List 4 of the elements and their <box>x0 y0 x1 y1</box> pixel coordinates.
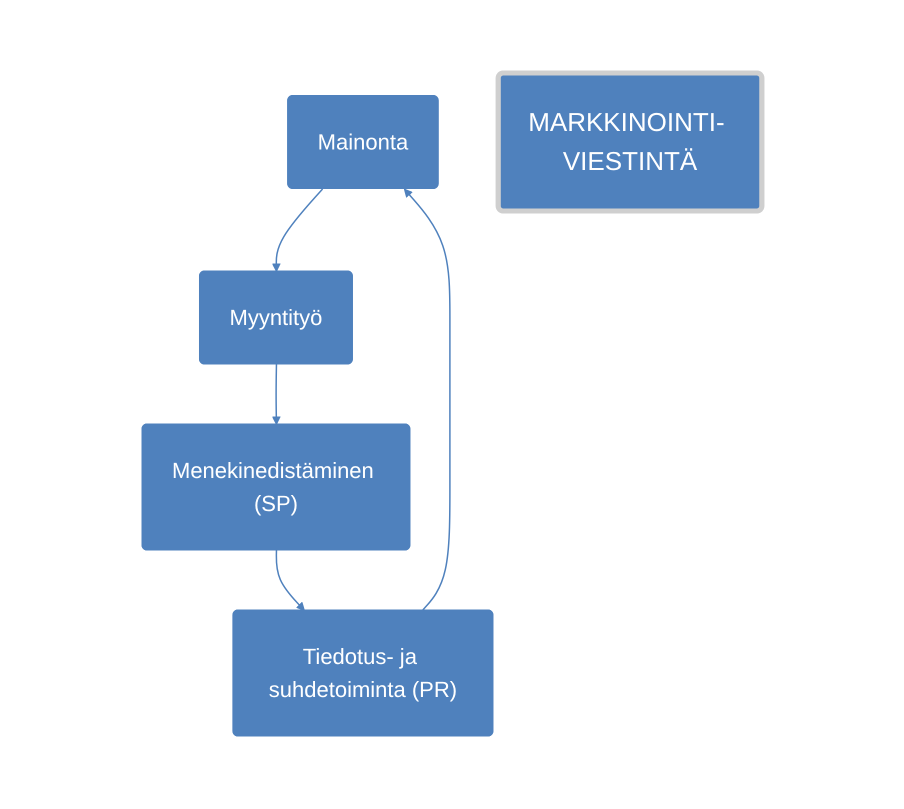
arrow <box>272 364 281 425</box>
arrow <box>276 550 305 611</box>
arrow <box>272 188 324 272</box>
arrow <box>404 188 451 611</box>
